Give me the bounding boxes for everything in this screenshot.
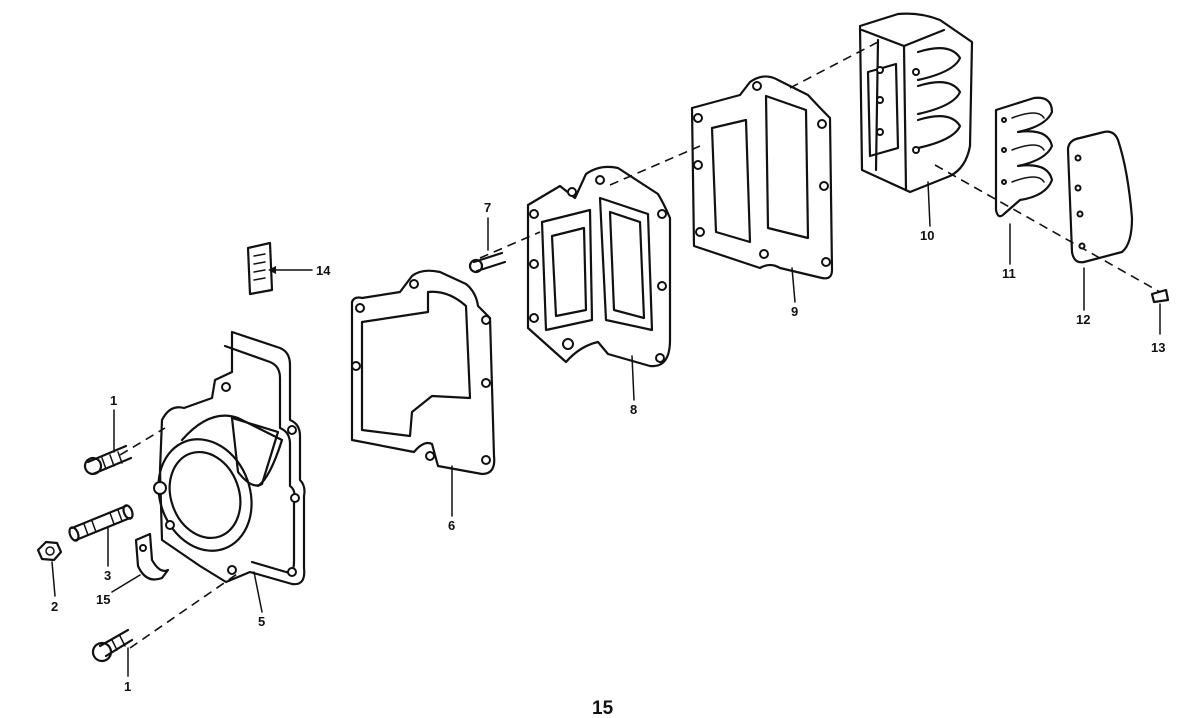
callout-11: 11 (1002, 266, 1016, 281)
callout-1-upper: 1 (110, 393, 117, 408)
part-1-lower-screw (91, 628, 134, 663)
callout-7: 7 (484, 200, 491, 215)
callout-8: 8 (630, 402, 637, 417)
page-number: 15 (592, 698, 614, 718)
part-9-gasket (690, 75, 834, 280)
part-1-upper-screw (83, 444, 133, 476)
part-15-clip (134, 532, 170, 581)
callout-15: 15 (96, 592, 110, 607)
part-8-reed-plate (526, 165, 672, 368)
leader-lines (51, 181, 1161, 677)
part-12-reed-stop (1066, 130, 1134, 264)
part-10-reed-housing (858, 12, 974, 194)
callout-6: 6 (448, 518, 455, 533)
callout-3: 3 (104, 568, 111, 583)
part-11-reed-petals (994, 96, 1054, 218)
part-3-stud (68, 504, 134, 542)
callout-5: 5 (258, 614, 265, 629)
callout-10: 10 (920, 228, 934, 243)
callout-9: 9 (791, 304, 798, 319)
part-2-nut (36, 540, 63, 562)
callout-14: 14 (316, 263, 331, 278)
callout-13: 13 (1151, 340, 1165, 355)
callout-labels: 1 1 2 3 5 6 7 8 9 10 11 12 13 14 15 (51, 200, 1165, 694)
part-14-decal (246, 241, 274, 296)
part-5-adaptor-plate (153, 330, 306, 586)
part-6-gasket (350, 269, 496, 476)
part-13-screw (1150, 288, 1170, 304)
part-7-screw (468, 251, 507, 274)
callout-12: 12 (1076, 312, 1090, 327)
callout-2: 2 (51, 599, 58, 614)
assembly-center-lines (119, 41, 1161, 649)
callout-1-lower: 1 (124, 679, 131, 694)
